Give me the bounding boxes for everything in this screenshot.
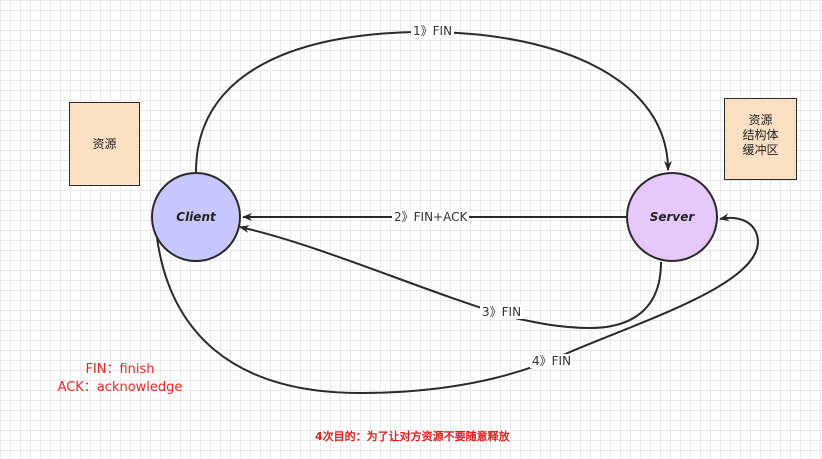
resource-buffer-line: 缓冲区 [742, 143, 779, 157]
legend-ack: ACK：acknowledge [57, 380, 183, 395]
edge-label-fin4: 4》FIN [530, 354, 574, 368]
edge-fin3 [239, 225, 662, 330]
resource-buffer-box: 资源 结构体 缓冲区 [724, 98, 797, 180]
edge-label-fin3: 3》FIN [480, 305, 524, 319]
edge-fin1 [195, 30, 672, 173]
resource-box-line: 资源 [92, 137, 117, 151]
client-node: Client [151, 172, 241, 262]
server-node: Server [626, 172, 718, 262]
legend-fin: FIN：finish [85, 362, 155, 377]
edge-label-fin1: 1》FIN [411, 24, 455, 38]
server-label: Server [649, 210, 695, 224]
resource-box: 资源 [69, 102, 140, 186]
purpose-note: 4次目的：为了让对方资源不要随意释放 [315, 430, 510, 443]
client-label: Client [176, 210, 216, 224]
legend: FIN：finish ACK：acknowledge [40, 361, 200, 397]
edge-label-finack: 2》FIN+ACK [392, 210, 470, 224]
resource-buffer-line: 结构体 [742, 128, 779, 142]
resource-buffer-line: 资源 [748, 113, 773, 127]
